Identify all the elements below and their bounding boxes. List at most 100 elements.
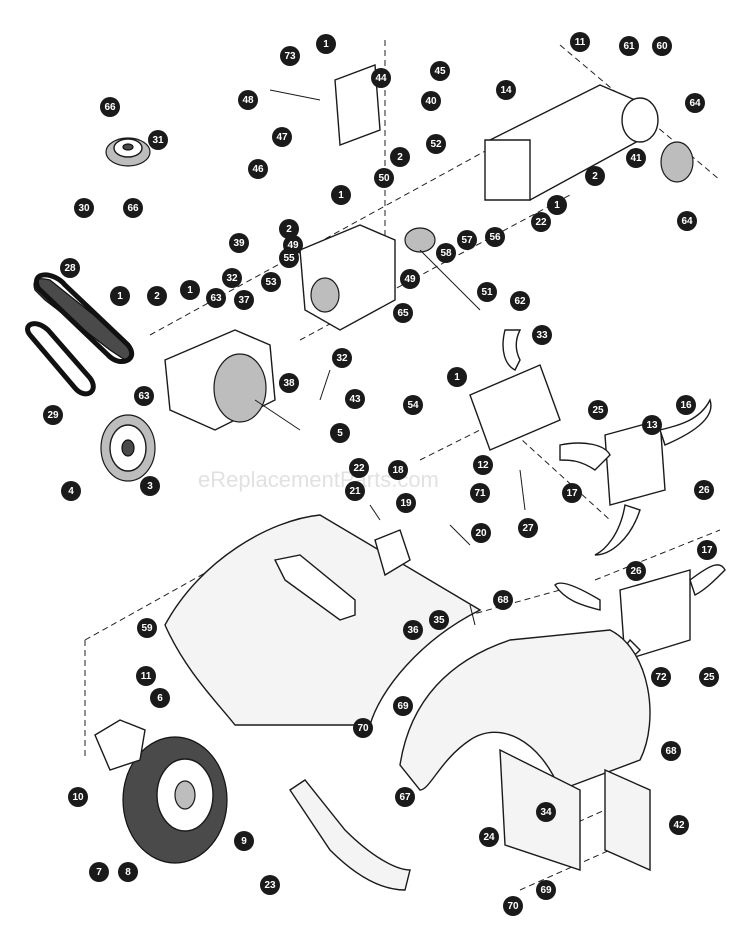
svg-text:36: 36	[407, 625, 419, 636]
callout-51: 51	[477, 282, 497, 302]
svg-text:9: 9	[241, 836, 247, 847]
housing-39	[299, 224, 396, 331]
svg-text:53: 53	[265, 277, 277, 288]
pulley-3	[100, 414, 156, 482]
callout-72: 72	[651, 667, 671, 687]
svg-text:37: 37	[238, 295, 250, 306]
callout-60: 60	[652, 36, 672, 56]
svg-text:17: 17	[701, 545, 713, 556]
callout-2: 2	[279, 219, 299, 239]
callout-11: 11	[136, 666, 156, 686]
svg-text:14: 14	[500, 85, 512, 96]
callout-17: 17	[697, 540, 717, 560]
callout-16: 16	[676, 395, 696, 415]
svg-text:5: 5	[337, 428, 343, 439]
svg-text:2: 2	[154, 291, 160, 302]
v-belts	[25, 272, 135, 397]
svg-text:33: 33	[536, 330, 548, 341]
callout-14: 14	[496, 80, 516, 100]
callout-2: 2	[390, 147, 410, 167]
callout-62: 62	[510, 291, 530, 311]
svg-text:49: 49	[404, 274, 416, 285]
callout-25: 25	[699, 667, 719, 687]
callout-64: 64	[677, 211, 697, 231]
callout-47: 47	[272, 127, 292, 147]
svg-text:1: 1	[554, 200, 560, 211]
svg-text:57: 57	[461, 235, 473, 246]
callout-39: 39	[229, 233, 249, 253]
callout-22: 22	[531, 212, 551, 232]
svg-text:29: 29	[47, 410, 59, 421]
callout-44: 44	[371, 68, 391, 88]
svg-text:21: 21	[349, 486, 361, 497]
callout-2: 2	[585, 166, 605, 186]
callout-13: 13	[642, 415, 662, 435]
callout-71: 71	[470, 483, 490, 503]
svg-text:38: 38	[283, 378, 295, 389]
callout-21: 21	[345, 481, 365, 501]
hubs	[404, 227, 691, 661]
callout-35: 35	[429, 610, 449, 630]
callout-7: 7	[89, 862, 109, 882]
callout-57: 57	[457, 230, 477, 250]
svg-text:43: 43	[349, 394, 361, 405]
svg-text:71: 71	[474, 488, 486, 499]
callout-6: 6	[150, 688, 170, 708]
callout-66: 66	[100, 97, 120, 117]
callout-32: 32	[222, 268, 242, 288]
svg-text:1: 1	[338, 190, 344, 201]
svg-text:63: 63	[138, 391, 150, 402]
svg-text:12: 12	[477, 460, 489, 471]
callout-26: 26	[626, 561, 646, 581]
svg-text:70: 70	[507, 901, 519, 912]
pulley-31	[105, 137, 151, 167]
svg-text:45: 45	[434, 66, 446, 77]
svg-text:32: 32	[226, 273, 238, 284]
callout-61: 61	[619, 36, 639, 56]
callout-53: 53	[261, 272, 281, 292]
depth-bar-23	[289, 779, 411, 891]
callout-3: 3	[140, 476, 160, 496]
svg-text:69: 69	[397, 701, 409, 712]
callout-28: 28	[60, 258, 80, 278]
callout-2: 2	[147, 286, 167, 306]
svg-text:58: 58	[440, 248, 452, 259]
callout-38: 38	[279, 373, 299, 393]
svg-text:1: 1	[454, 372, 460, 383]
svg-text:1: 1	[187, 285, 193, 296]
callout-54: 54	[403, 395, 423, 415]
svg-text:65: 65	[397, 308, 409, 319]
callout-19: 19	[396, 493, 416, 513]
callout-70: 70	[503, 896, 523, 916]
svg-text:26: 26	[698, 485, 710, 496]
callout-52: 52	[426, 134, 446, 154]
callout-30: 30	[74, 198, 94, 218]
callout-9: 9	[234, 831, 254, 851]
svg-text:51: 51	[481, 287, 493, 298]
svg-text:68: 68	[497, 595, 509, 606]
svg-text:35: 35	[433, 615, 445, 626]
svg-text:63: 63	[210, 293, 222, 304]
callout-20: 20	[471, 523, 491, 543]
svg-text:2: 2	[592, 171, 598, 182]
callout-29: 29	[43, 405, 63, 425]
callout-25: 25	[588, 400, 608, 420]
callout-32: 32	[332, 348, 352, 368]
svg-text:11: 11	[141, 671, 152, 682]
svg-text:52: 52	[430, 139, 442, 150]
svg-text:32: 32	[336, 353, 348, 364]
svg-text:64: 64	[681, 216, 693, 227]
callout-65: 65	[393, 303, 413, 323]
callout-41: 41	[626, 148, 646, 168]
callout-42: 42	[669, 815, 689, 835]
svg-text:22: 22	[353, 463, 365, 474]
callout-11: 11	[570, 32, 590, 52]
callout-34: 34	[536, 802, 556, 822]
callout-48: 48	[238, 90, 258, 110]
svg-text:59: 59	[141, 623, 153, 634]
svg-text:62: 62	[514, 296, 526, 307]
callout-4: 4	[61, 481, 81, 501]
